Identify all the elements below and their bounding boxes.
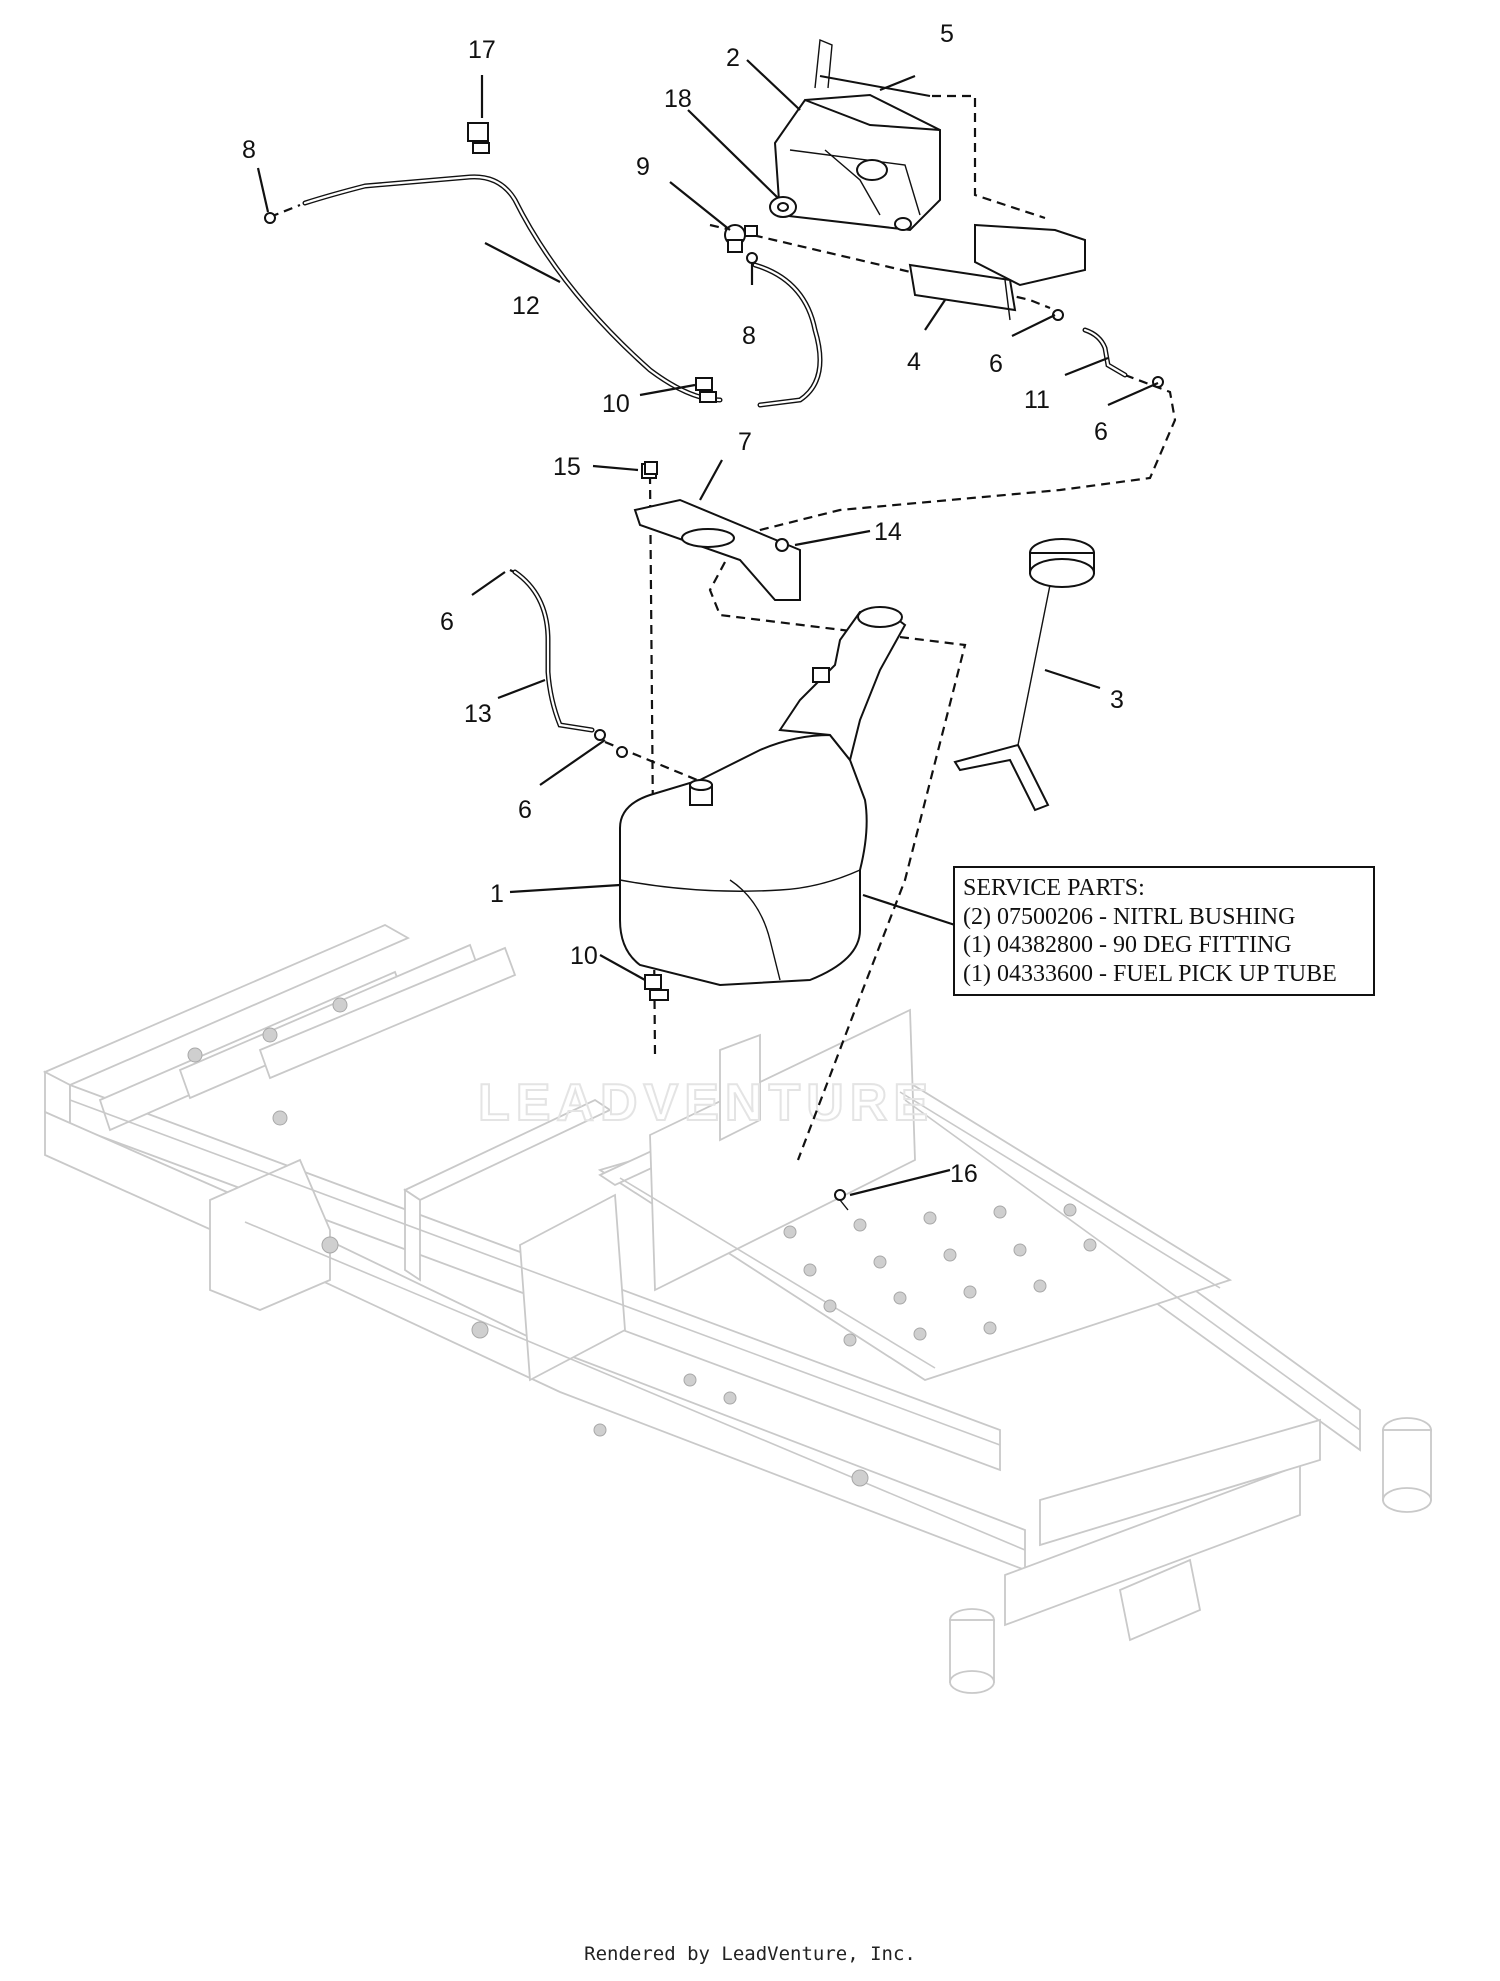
callout-5: 5: [940, 20, 954, 48]
footer-credit: Rendered by LeadVenture, Inc.: [584, 1943, 916, 1965]
part-2-housing: [773, 93, 941, 232]
callout-18: 18: [664, 85, 692, 113]
service-part-line: (2) 07500206 - NITRL BUSHING: [963, 903, 1296, 930]
callout-11: 11: [1024, 386, 1050, 414]
part-1-tank: [619, 606, 907, 987]
deck-holes: [187, 997, 1097, 1487]
part-7-plate: [633, 463, 801, 601]
part-12-hose: [302, 174, 723, 403]
leader-lines: [256, 59, 1159, 1197]
part-16-bolt: [834, 1189, 849, 1211]
callout-13: 13: [464, 700, 492, 728]
callout-6-top: 6: [989, 350, 1003, 378]
callout-14: 14: [874, 518, 902, 546]
service-parts-heading: SERVICE PARTS:: [963, 875, 1145, 901]
callout-3: 3: [1110, 686, 1124, 714]
callout-17: 17: [468, 36, 496, 64]
mower-frame: [42, 923, 1432, 1694]
callout-12: 12: [512, 292, 540, 320]
part-10-clamp-b: [644, 974, 669, 1001]
watermark: LEADVENTURE: [478, 1074, 934, 1132]
callout-10-low: 10: [570, 942, 598, 970]
callout-6-right: 6: [1094, 418, 1108, 446]
callout-numbers: 17 5 2 18 8 9 12 8 4 6 11 10 6 7 15 14 6…: [242, 20, 1124, 1188]
part-17-clip: [467, 122, 490, 154]
part-11-hose: [1052, 309, 1164, 388]
callout-6-left: 6: [440, 608, 454, 636]
callout-16: 16: [950, 1160, 978, 1188]
part-18-grommet: [769, 196, 797, 218]
part-3-cap: [953, 538, 1095, 812]
part-5-rod: [814, 38, 931, 97]
part-13-hose: [512, 569, 628, 758]
callout-2: 2: [726, 44, 740, 72]
part-hose-short: [264, 212, 823, 408]
part-14-screw: [775, 538, 789, 552]
callout-10-top: 10: [602, 390, 630, 418]
part-15-screw: [644, 461, 658, 475]
callout-7: 7: [738, 428, 752, 456]
part-9-fitting: [724, 224, 758, 253]
part-4-bracket: [908, 223, 1086, 321]
callout-8-top: 8: [242, 136, 256, 164]
service-part-line: (1) 04333600 - FUEL PICK UP TUBE: [963, 960, 1337, 987]
part-10-clamp-a: [695, 377, 717, 403]
callout-9: 9: [636, 153, 650, 181]
callout-8-mid: 8: [742, 322, 756, 350]
callout-15: 15: [553, 453, 581, 481]
callout-1: 1: [490, 880, 504, 908]
callout-4: 4: [907, 348, 921, 376]
service-parts-box: SERVICE PARTS: (2) 07500206 - NITRL BUSH…: [953, 866, 1375, 996]
callout-6-low: 6: [518, 796, 532, 824]
service-part-line: (1) 04382800 - 90 DEG FITTING: [963, 932, 1292, 958]
